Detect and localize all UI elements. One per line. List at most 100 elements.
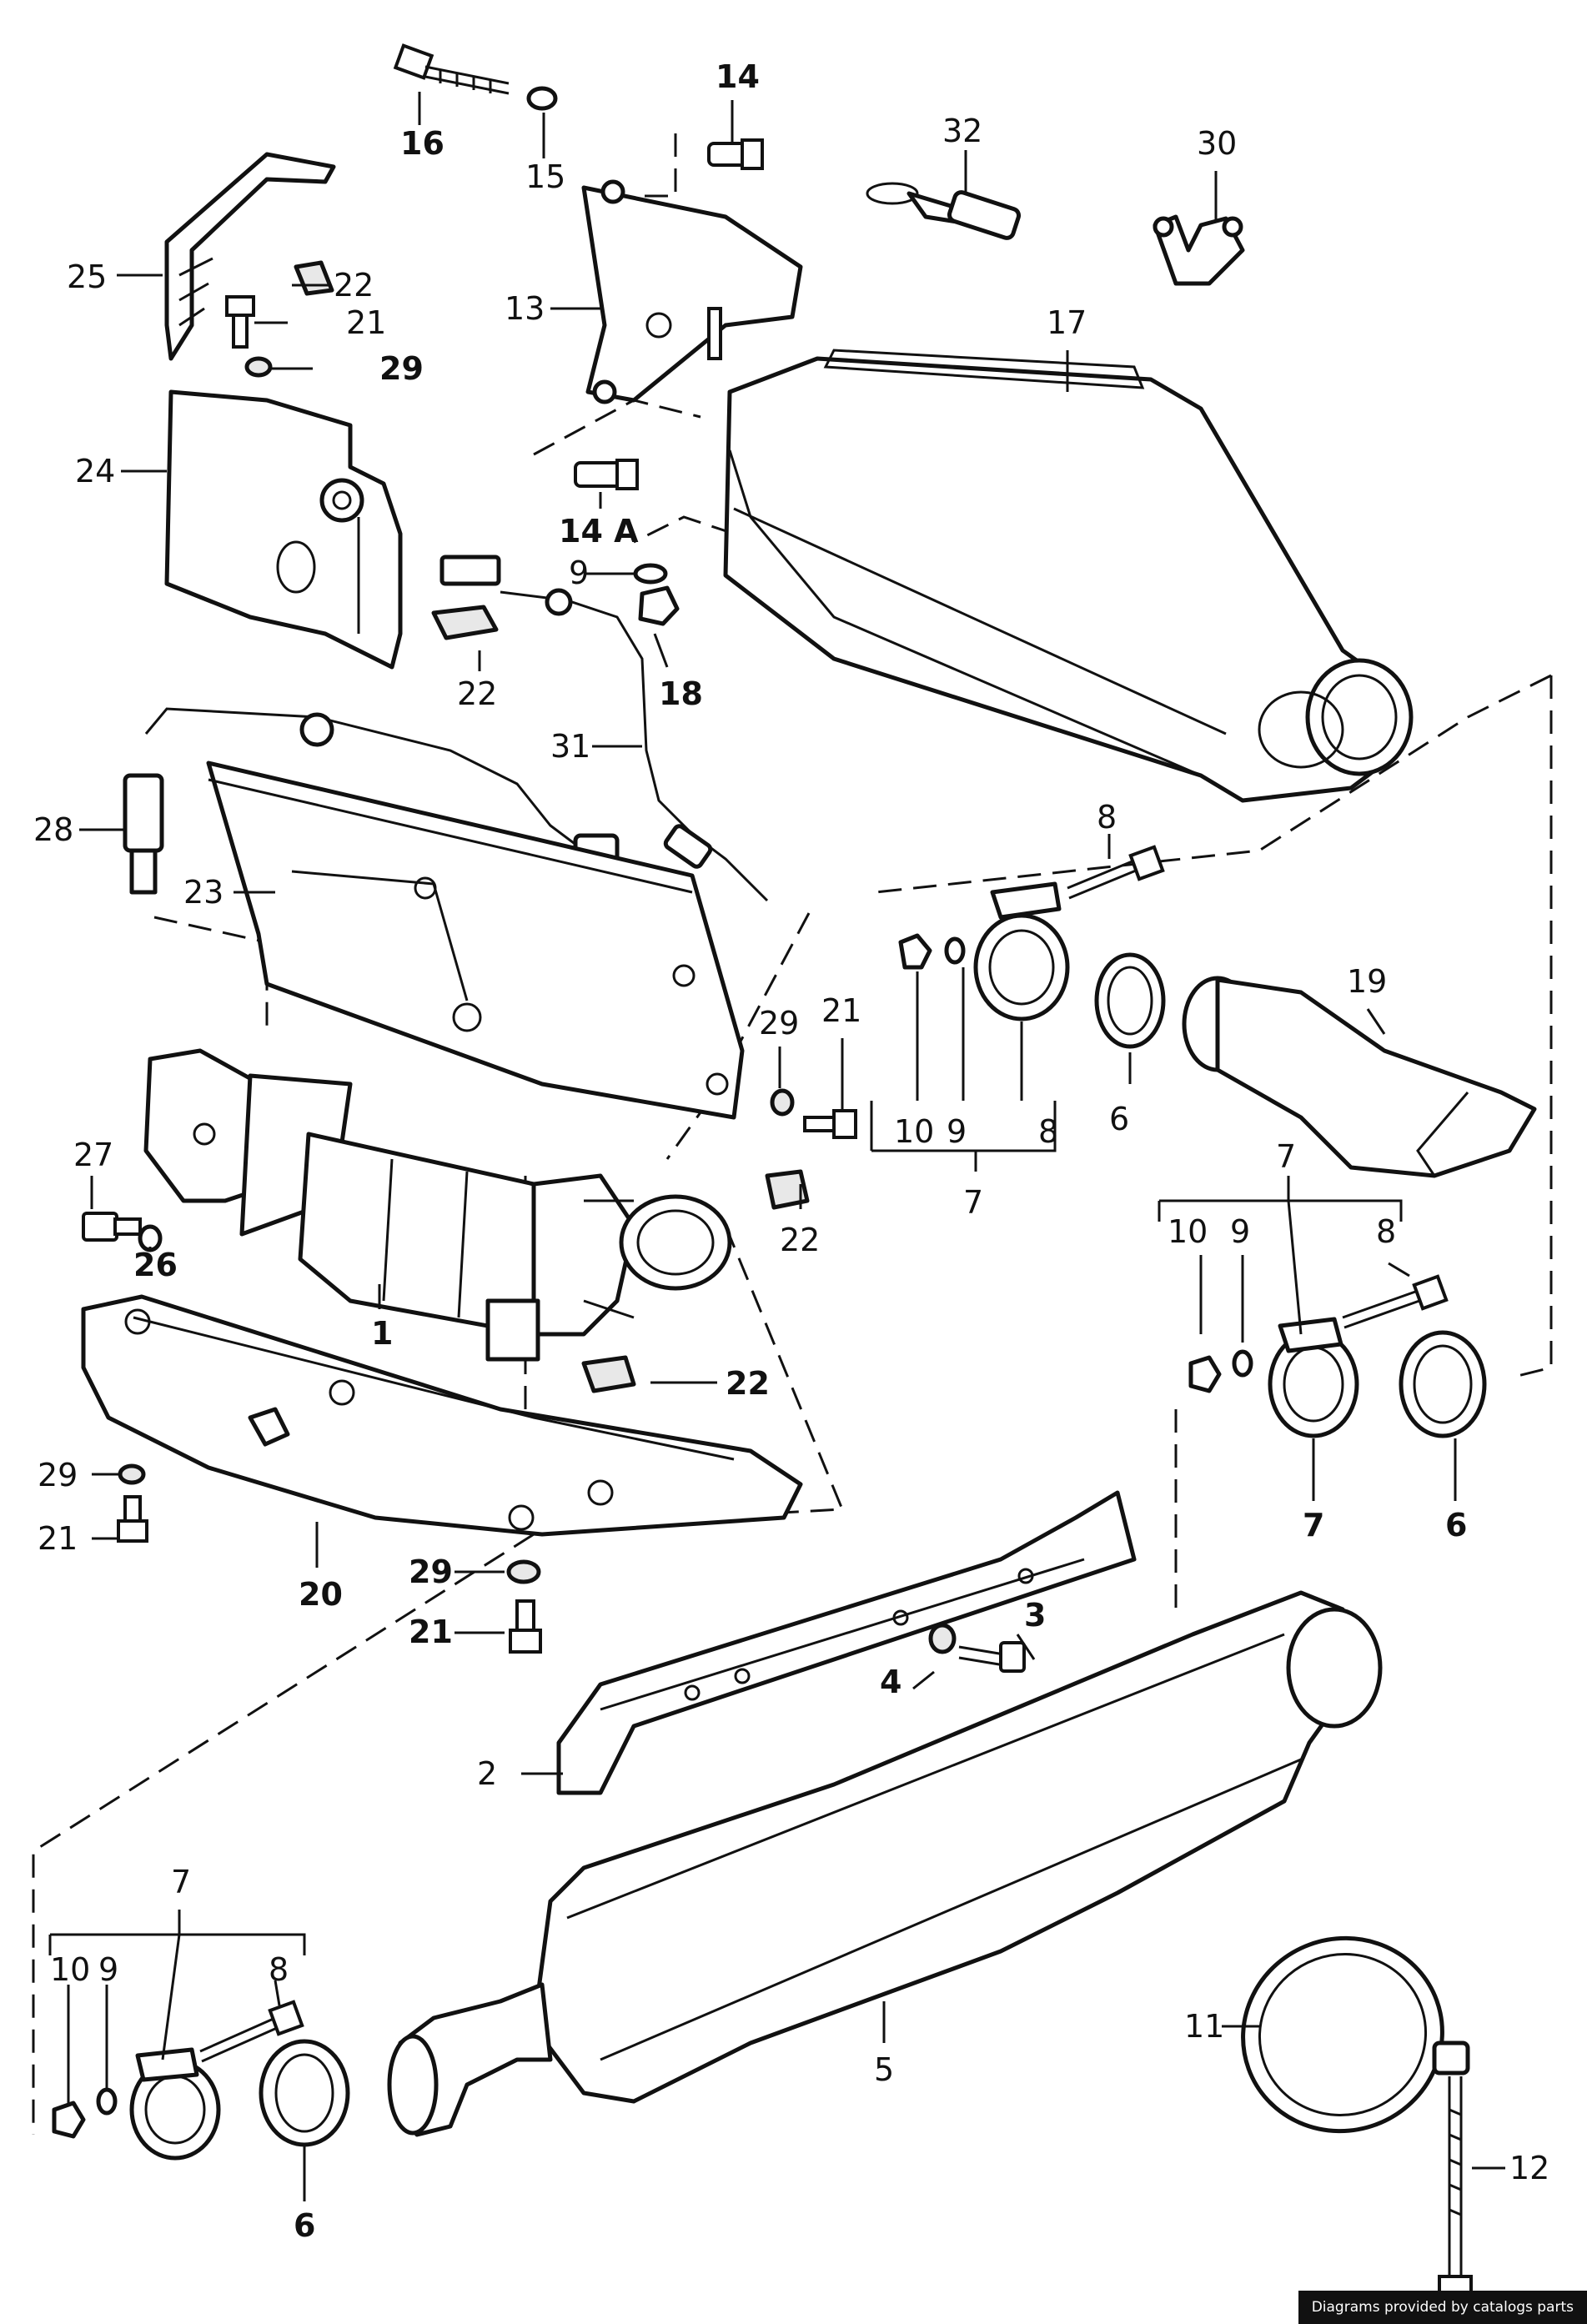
- callout-19: 19: [1347, 963, 1387, 1000]
- connector-plug: [439, 555, 501, 586]
- part-9-washer-b: [1232, 1349, 1253, 1378]
- callout-14A: 14 A: [559, 513, 639, 550]
- callout-21-c: 21: [38, 1520, 78, 1557]
- callout-15: 15: [525, 158, 565, 195]
- part-25-heat-shield-bracket: [164, 152, 336, 361]
- callout-28: 28: [33, 811, 73, 848]
- part-13-mounting-bracket: [581, 179, 803, 404]
- callout-16: 16: [400, 125, 444, 162]
- part-24-heat-shield: [164, 389, 403, 670]
- clamp-group-right: [1188, 1274, 1487, 1438]
- callout-29-b: 29: [759, 1005, 799, 1042]
- part-22-clip-top: [294, 260, 334, 296]
- callout-6-a: 6: [1109, 1101, 1129, 1137]
- part-21-bolt-left: [117, 1495, 148, 1543]
- part-22-clip-lower: [581, 1355, 636, 1393]
- part-9-washer-c: [96, 2087, 118, 2116]
- part-2-support-bracket: [556, 1490, 1137, 1795]
- cable-grommet: [545, 588, 573, 616]
- part-27-bolt: [82, 1212, 142, 1242]
- part-20-lower-heat-shield: [81, 1294, 803, 1537]
- part-9-washer-a: [944, 936, 966, 965]
- part-29-washer-lower: [506, 1559, 541, 1584]
- part-22-clip-middle: [431, 605, 499, 640]
- callout-29-c: 29: [38, 1457, 78, 1493]
- part-30-clamp-clips: [1153, 214, 1245, 286]
- callout-7-c: 7: [1303, 1507, 1324, 1543]
- part-18-nut: [638, 585, 680, 626]
- callout-8-d: 8: [269, 1951, 289, 1988]
- part-8-bolt-a: [1067, 845, 1165, 900]
- callout-8-a: 8: [1097, 799, 1117, 836]
- part-31-sensor-cable: [500, 590, 769, 902]
- callout-22-d: 22: [726, 1365, 770, 1402]
- callout-6-b: 6: [1445, 1507, 1467, 1543]
- callout-7-a: 7: [963, 1184, 983, 1221]
- part-29-washer-right: [770, 1088, 795, 1117]
- callout-29-a: 29: [379, 350, 424, 387]
- callout-9-d: 9: [98, 1951, 118, 1988]
- callout-20: 20: [299, 1576, 343, 1613]
- part-6-ring-c: [259, 2039, 350, 2147]
- callout-30: 30: [1197, 125, 1237, 162]
- callout-9-a: 9: [569, 555, 589, 591]
- callout-9-c: 9: [1230, 1213, 1250, 1250]
- callout-22-b: 22: [457, 675, 497, 712]
- part-21-bolt-right: [803, 1109, 857, 1139]
- callout-25: 25: [67, 259, 107, 295]
- part-21-bolt-lower: [509, 1599, 542, 1654]
- part-4-washer: [928, 1623, 957, 1654]
- callout-3: 3: [1024, 1597, 1046, 1634]
- clamp-group-lower: [52, 2000, 350, 2161]
- part-10-nut-b: [1188, 1355, 1222, 1393]
- callout-17: 17: [1047, 304, 1087, 341]
- callout-23: 23: [183, 874, 223, 911]
- callout-13: 13: [505, 290, 545, 327]
- part-10-nut-a: [898, 933, 932, 970]
- callout-32: 32: [942, 113, 982, 149]
- callout-21-b: 21: [821, 992, 861, 1029]
- callout-22-a: 22: [334, 267, 374, 304]
- part-19-tailpipe: [1182, 976, 1537, 1178]
- callout-29-d: 29: [409, 1554, 453, 1590]
- callout-24: 24: [75, 453, 115, 489]
- cable-connector: [663, 824, 713, 869]
- callout-12: 12: [1509, 2150, 1549, 2186]
- clamp-group-upper: [898, 845, 1166, 1049]
- callout-1: 1: [371, 1315, 393, 1352]
- part-29-washer-left: [118, 1463, 146, 1485]
- callout-27: 27: [73, 1137, 113, 1173]
- part-12-bolt: [1438, 2076, 1473, 2300]
- callout-5: 5: [874, 2051, 894, 2088]
- leader-lines: [48, 92, 1505, 2201]
- callout-2: 2: [477, 1755, 497, 1792]
- part-21-bolt-top: [225, 295, 255, 349]
- part-8-bolt-c: [199, 2000, 304, 2063]
- part-16-bolt: [393, 43, 510, 95]
- callout-22-c: 22: [780, 1222, 820, 1258]
- callout-21-d: 21: [409, 1614, 453, 1650]
- part-22-clip-right: [765, 1169, 810, 1210]
- callout-7-b: 7: [1276, 1138, 1296, 1175]
- callout-26: 26: [133, 1247, 178, 1283]
- callout-21-a: 21: [346, 304, 386, 341]
- callout-8-b: 8: [1038, 1113, 1058, 1150]
- callout-18: 18: [659, 675, 703, 712]
- callout-7-d: 7: [171, 1864, 191, 1900]
- part-23-heat-shield-plate: [206, 760, 745, 1120]
- callout-4: 4: [880, 1664, 901, 1700]
- part-3-bolt: [958, 1641, 1026, 1673]
- part-11-band-clamp: [1241, 1935, 1470, 2134]
- part-14-bolt: [707, 138, 764, 170]
- part-9-washer-small: [633, 563, 668, 585]
- callout-31: 31: [550, 728, 590, 765]
- callout-labels: 16 15 14 32 30 25 22 21 29 13 17 24 14 A…: [33, 58, 1549, 2244]
- part-14A-bolt: [574, 459, 639, 490]
- callout-10-c: 10: [50, 1951, 90, 1988]
- callout-8-c: 8: [1376, 1213, 1396, 1250]
- part-32-sensor: [866, 182, 1022, 240]
- part-29-washer-top: [244, 356, 273, 378]
- part-15-washer: [526, 86, 558, 111]
- credit-badge: Diagrams provided by catalogs parts: [1298, 2291, 1587, 2324]
